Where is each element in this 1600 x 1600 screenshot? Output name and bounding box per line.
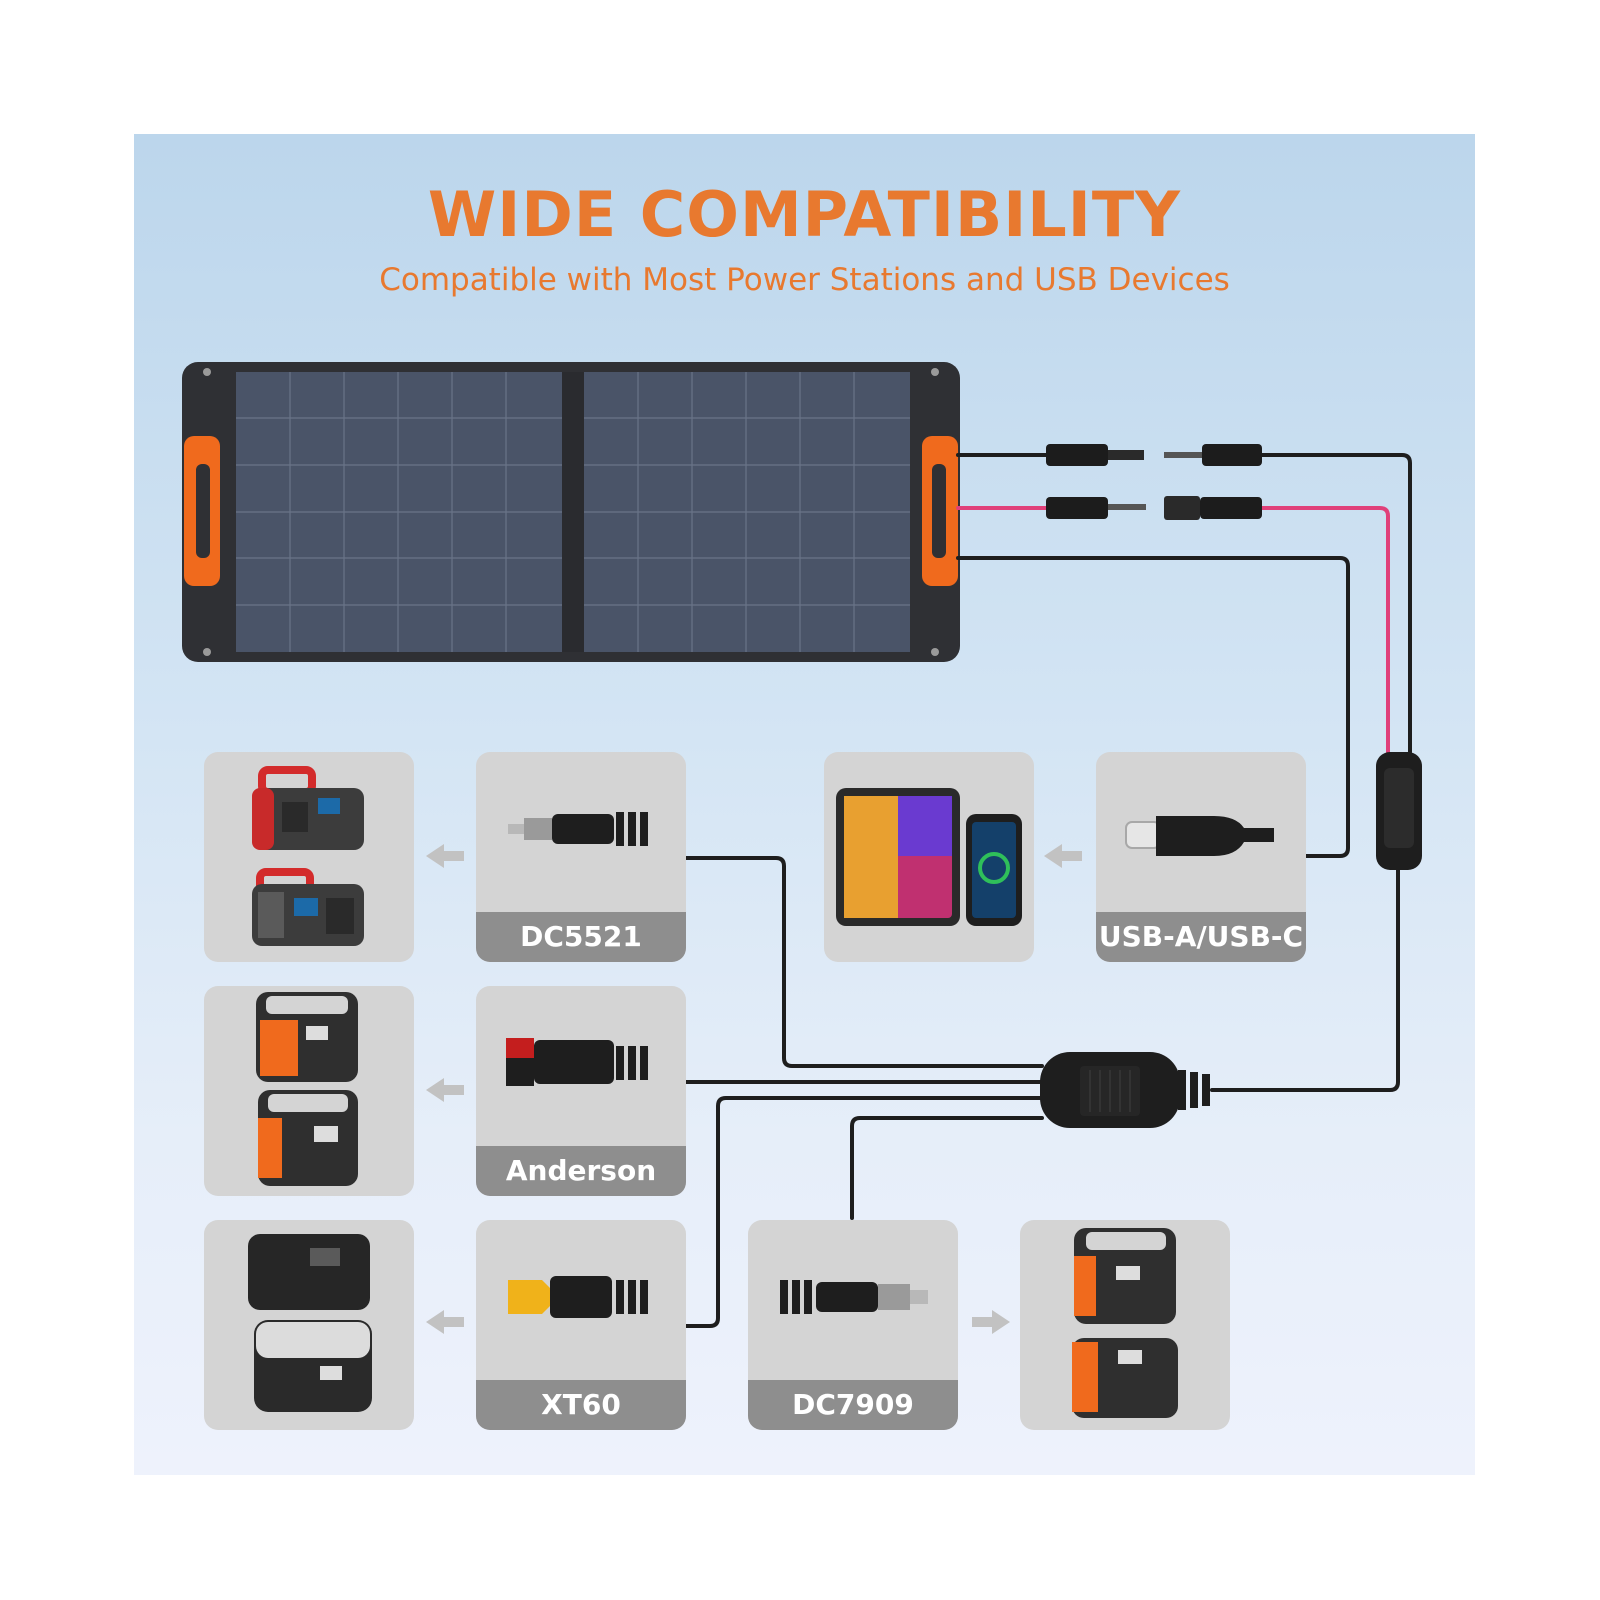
dc5521-label: DC5521 — [476, 912, 686, 962]
branch-connector-icon — [1376, 752, 1422, 870]
tablet-icon — [836, 788, 960, 926]
power-station-card-2 — [204, 986, 414, 1196]
power-station-icon — [256, 992, 358, 1186]
anderson-card: Anderson — [476, 986, 686, 1196]
dc7909-label: DC7909 — [748, 1380, 958, 1430]
xt60-plug-icon — [508, 1276, 648, 1318]
dc5521-card: DC5521 — [476, 752, 686, 962]
page-subtitle: Compatible with Most Power Stations and … — [379, 262, 1230, 298]
usb-c-plug-icon — [1125, 816, 1274, 856]
solar-panel-icon — [182, 362, 960, 662]
power-station-icon — [252, 766, 364, 946]
dc-barrel-plug-icon — [508, 812, 648, 846]
usb-devices-card — [824, 752, 1034, 962]
power-station-icon — [1072, 1228, 1178, 1418]
power-station-card-1 — [204, 752, 414, 962]
anderson-label: Anderson — [476, 1146, 686, 1196]
mc4-connector-icon — [1046, 444, 1262, 520]
usb-label: USB-A/USB-C — [1096, 912, 1306, 962]
xt60-card: XT60 — [476, 1220, 686, 1430]
branch-connector-icon — [1040, 1052, 1210, 1128]
usb-card: USB-A/USB-C — [1096, 752, 1306, 962]
power-station-card-4 — [1020, 1220, 1230, 1430]
dc-barrel-plug-icon — [780, 1280, 928, 1314]
power-station-card-3 — [204, 1220, 414, 1430]
xt60-label: XT60 — [476, 1380, 686, 1430]
dc7909-card: DC7909 — [748, 1220, 958, 1430]
smartphone-icon — [966, 814, 1022, 926]
power-station-icon — [248, 1234, 372, 1412]
page-title: WIDE COMPATIBILITY — [427, 178, 1182, 251]
anderson-plug-icon — [506, 1038, 648, 1086]
